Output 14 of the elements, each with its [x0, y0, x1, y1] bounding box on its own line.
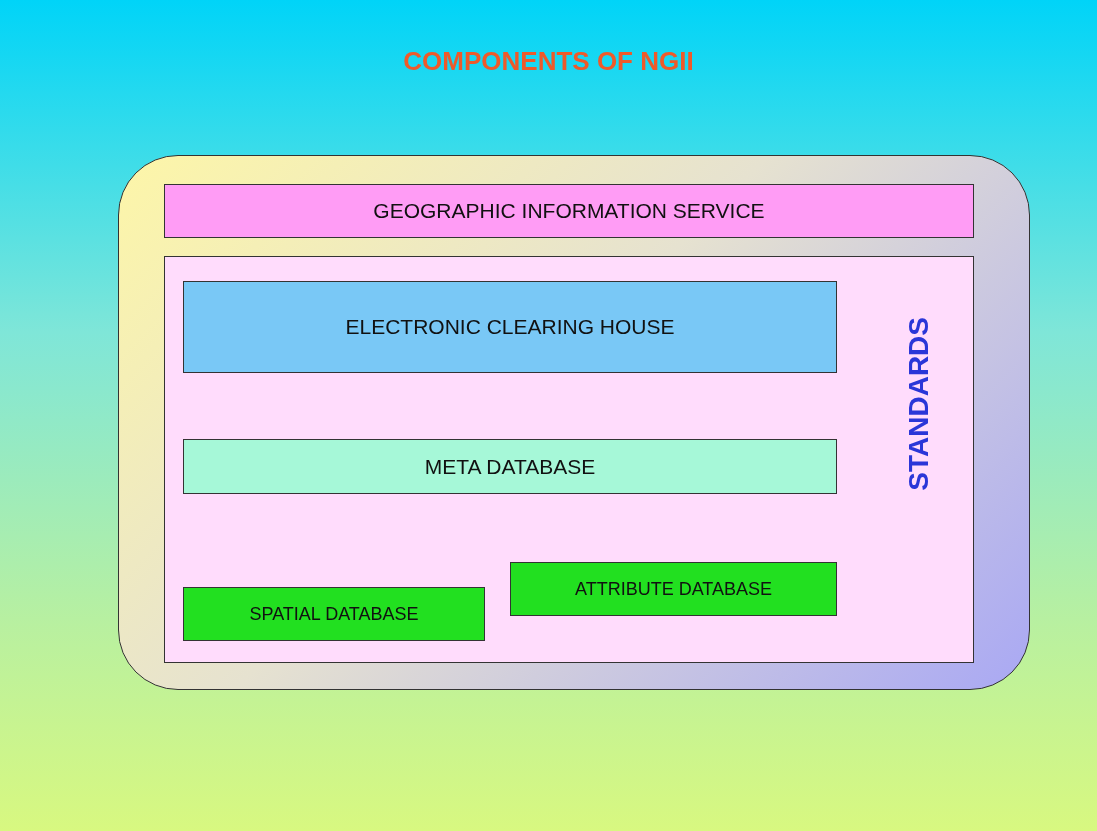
- diagram-title: COMPONENTS OF NGII: [403, 46, 694, 76]
- node-label: GEOGRAPHIC INFORMATION SERVICE: [372, 199, 766, 223]
- layer-box: [183, 439, 837, 494]
- database-box: [183, 587, 485, 641]
- node-label: ELECTRONIC CLEARING HOUSE: [344, 315, 676, 339]
- node-label: SPATIAL DATABASE: [248, 603, 420, 625]
- standards-panel: [164, 256, 974, 663]
- layer-box: [183, 281, 837, 373]
- outer-frame: [118, 155, 1030, 690]
- node-label: META DATABASE: [423, 454, 597, 479]
- database-box: [510, 562, 837, 616]
- layer-box: [164, 184, 974, 238]
- node-label: STANDARDS: [903, 317, 935, 491]
- node-label: ATTRIBUTE DATABASE: [574, 578, 773, 600]
